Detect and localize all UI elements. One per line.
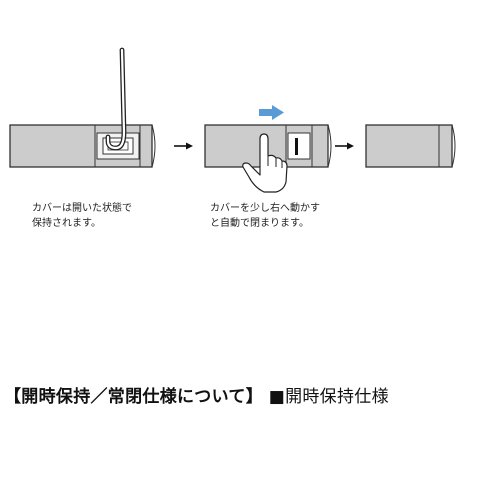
rail-right (365, 124, 453, 168)
caption-line: 保持されます。 (32, 218, 101, 229)
caption-line: カバーを少し右へ動かす (210, 203, 320, 214)
heading-bold-title: 【開時保持／常閉仕様について】 (4, 387, 263, 407)
cover-operation-diagram (9, 47, 456, 193)
caption-line: カバーは開いた状態で (32, 203, 132, 214)
caption-line: と自動で閉まります。 (210, 218, 309, 229)
right-arrow-icon (259, 105, 284, 120)
arrow-right-icon (174, 142, 193, 150)
heading-subtitle: ■開時保持仕様 (268, 387, 389, 407)
arrow-right-icon (335, 142, 354, 150)
caption-auto-close: カバーを少し右へ動かす と自動で閉まります。 (210, 201, 320, 231)
panel-push-cover (204, 105, 332, 193)
hand-pointing-icon (242, 133, 288, 193)
section-heading: 【開時保持／常閉仕様について】 ■開時保持仕様 (4, 380, 496, 414)
panel-closed-cover (365, 124, 456, 168)
panel-open-cover (9, 47, 156, 168)
caption-open-held: カバーは開いた状態で 保持されます。 (32, 201, 132, 231)
